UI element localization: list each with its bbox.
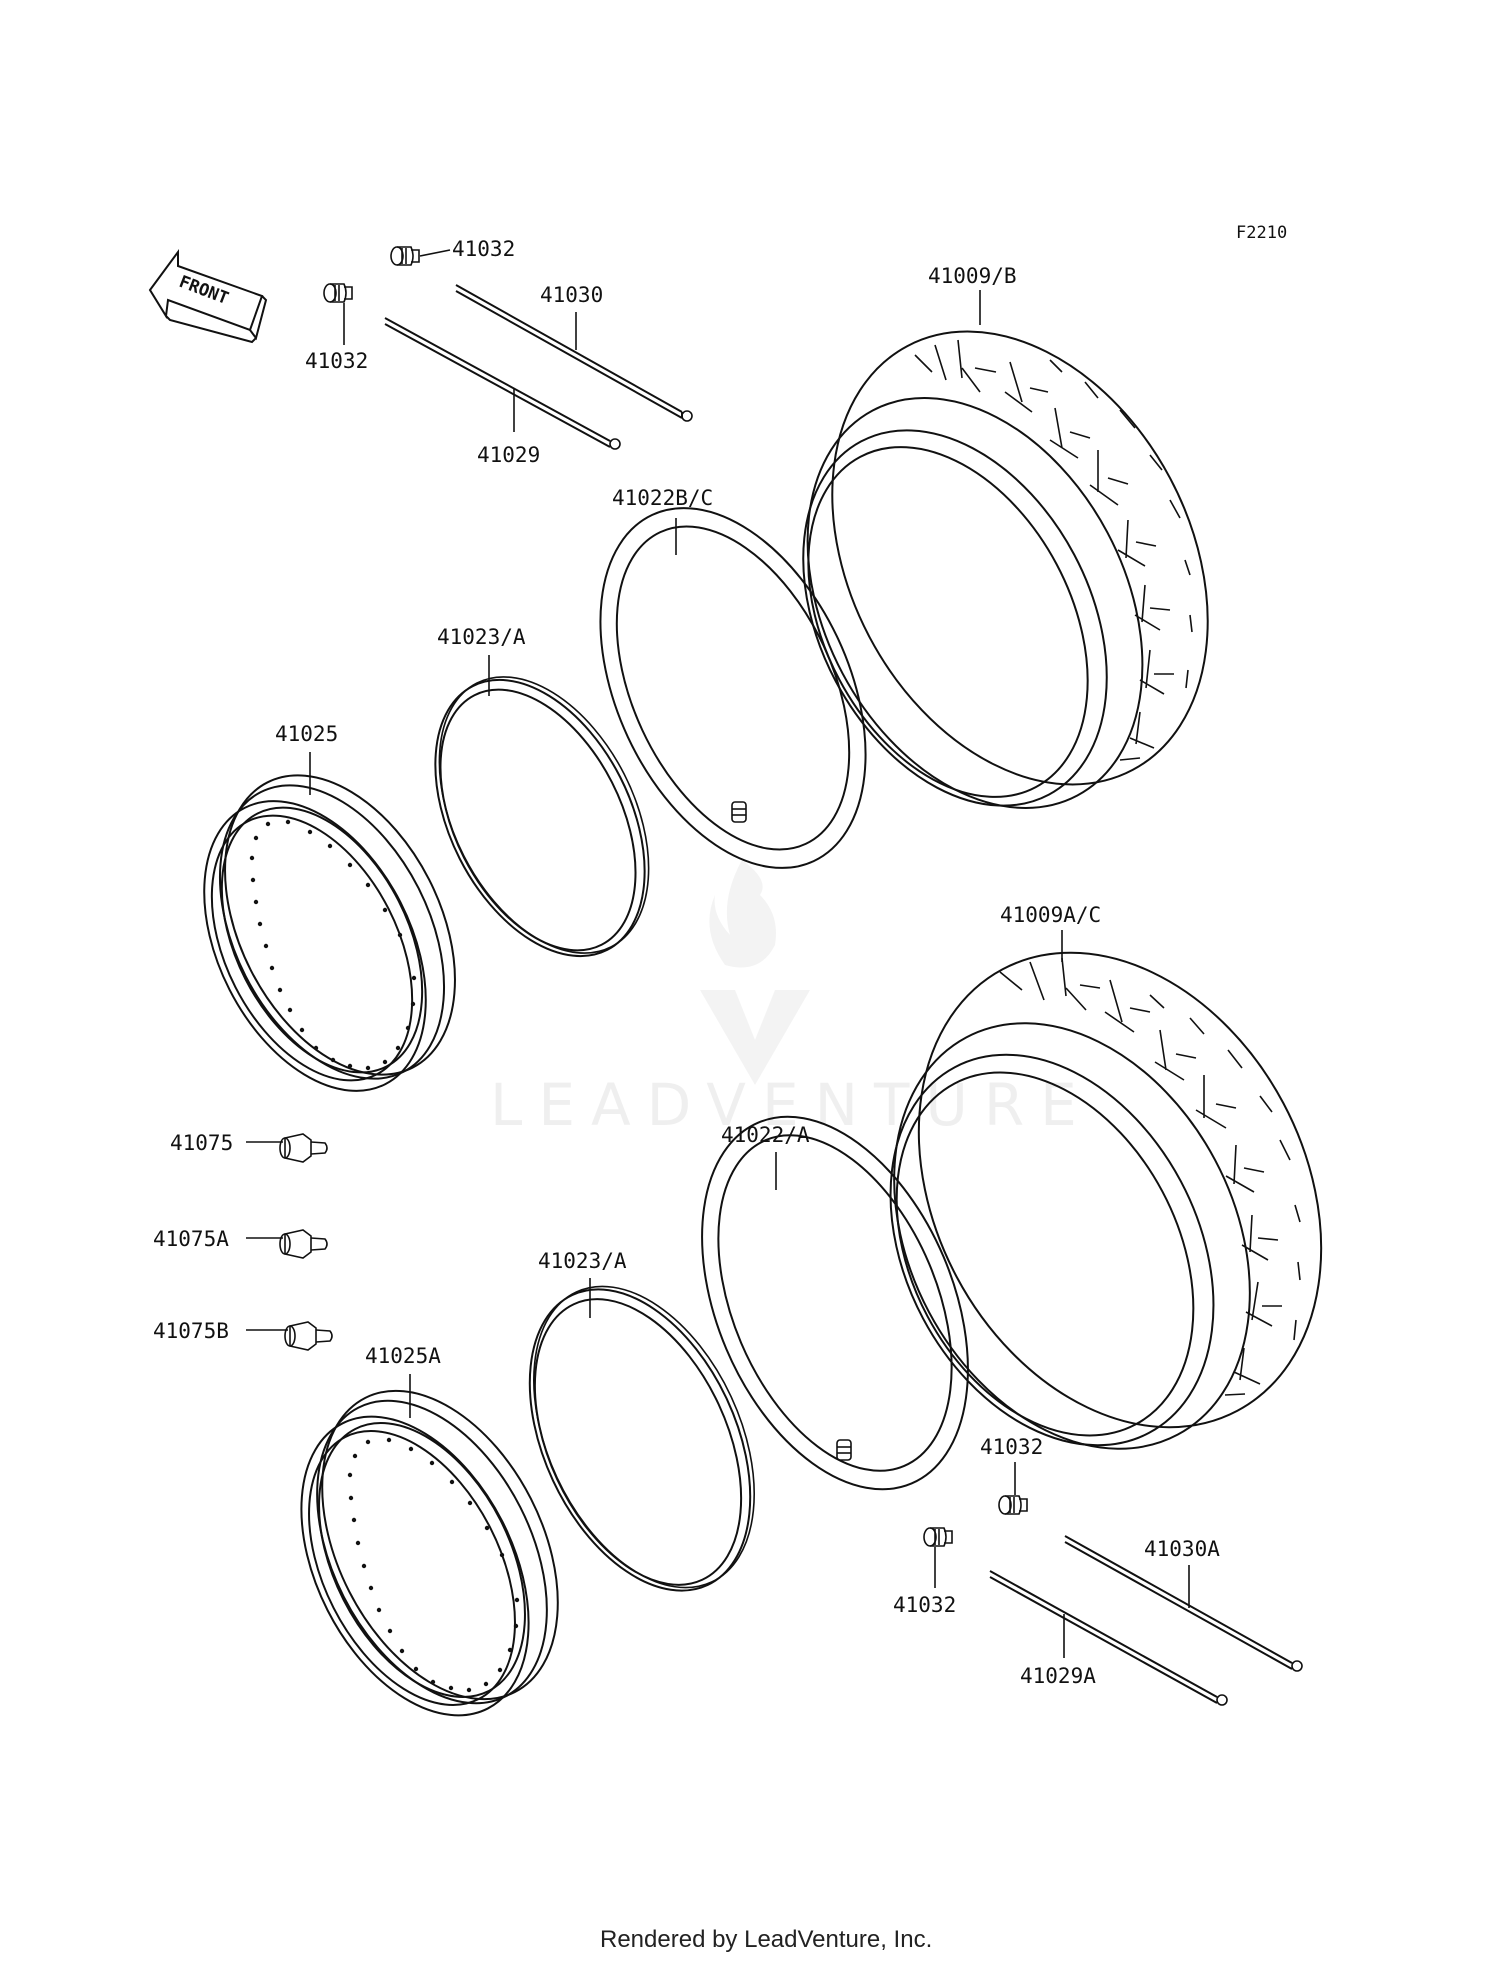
rim-top bbox=[203, 774, 456, 1092]
tube-valve-bottom bbox=[836, 1439, 852, 1461]
spoke-outer-top bbox=[455, 284, 693, 422]
watermark-text: LEADVENTURE bbox=[490, 1071, 1093, 1139]
label-valve-cap-top-left: 41032 bbox=[305, 349, 368, 373]
tube-valve-top bbox=[731, 801, 747, 823]
label-spoke-inner-top: 41029 bbox=[477, 443, 540, 467]
label-valve-cap-bottom-left: 41032 bbox=[893, 1593, 956, 1617]
valve-cap-bottom-left bbox=[923, 1527, 953, 1547]
label-rim-band-top: 41023/A bbox=[437, 625, 526, 649]
front-arrow-icon: FRONT bbox=[148, 248, 268, 344]
label-rim-bottom: 41025A bbox=[365, 1344, 441, 1368]
label-nipple-3: 41075B bbox=[153, 1319, 229, 1343]
label-tube-bottom: 41022/A bbox=[721, 1123, 810, 1147]
label-tire-bottom: 41009A/C bbox=[1000, 903, 1101, 927]
valve-cap-bottom-right bbox=[998, 1495, 1028, 1515]
label-tube-top: 41022B/C bbox=[612, 486, 713, 510]
tire-top bbox=[802, 330, 1209, 809]
tube-top bbox=[599, 507, 867, 869]
label-nipple-2: 41075A bbox=[153, 1227, 229, 1251]
rim-band-top bbox=[434, 676, 650, 958]
label-valve-cap-bottom-right: 41032 bbox=[980, 1435, 1043, 1459]
tire-bottom bbox=[889, 951, 1323, 1450]
label-valve-cap-top-right: 41032 bbox=[452, 237, 515, 261]
label-spoke-inner-bottom: 41029A bbox=[1020, 1664, 1096, 1688]
spoke-outer-bottom bbox=[1064, 1535, 1303, 1672]
spoke-nipple-3 bbox=[284, 1321, 333, 1351]
watermark: LEADVENTURE bbox=[490, 860, 1093, 1139]
label-nipple-1: 41075 bbox=[170, 1131, 233, 1155]
label-spoke-outer-top: 41030 bbox=[540, 283, 603, 307]
label-tire-top: 41009/B bbox=[928, 264, 1017, 288]
rim-band-bottom bbox=[528, 1285, 755, 1592]
front-label: FRONT bbox=[176, 272, 231, 309]
spoke-inner-top bbox=[384, 317, 621, 450]
rim-bottom bbox=[300, 1389, 559, 1717]
diagram-code: F2210 bbox=[1236, 223, 1287, 243]
label-spoke-outer-bottom: 41030A bbox=[1144, 1537, 1220, 1561]
tread-pattern-top bbox=[914, 339, 1193, 761]
valve-cap-top-right bbox=[390, 246, 420, 266]
spoke-inner-bottom bbox=[989, 1570, 1228, 1706]
spoke-nipple-1 bbox=[279, 1133, 328, 1163]
valve-cap-top-left bbox=[323, 283, 353, 303]
footer-credit: Rendered by LeadVenture, Inc. bbox=[600, 1926, 932, 1953]
label-rim-top: 41025 bbox=[275, 722, 338, 746]
tube-bottom bbox=[701, 1115, 969, 1491]
label-rim-band-bottom: 41023/A bbox=[538, 1249, 627, 1273]
spoke-nipple-2 bbox=[279, 1229, 328, 1259]
tread-pattern-bottom bbox=[999, 957, 1301, 1396]
